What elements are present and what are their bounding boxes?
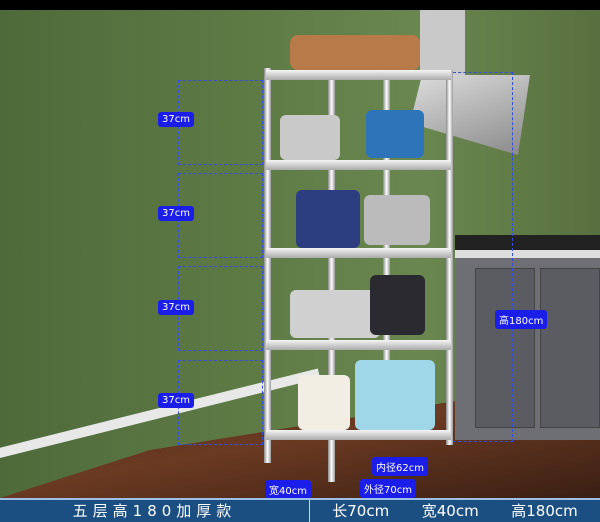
outer-length-label: 外径70cm bbox=[360, 479, 416, 498]
spec-width: 宽40cm bbox=[421, 502, 479, 520]
tier-height-label: 37cm bbox=[158, 393, 194, 408]
product-photo: 37cm 37cm 37cm 37cm 高180cm 宽40cm 内径62cm … bbox=[0, 10, 600, 498]
spec-height: 高180cm bbox=[511, 502, 578, 520]
spec-footer: 五层高180加厚款 长70cm 宽40cm 高180cm bbox=[0, 498, 600, 522]
height-label: 高180cm bbox=[495, 310, 548, 329]
tier-height-label: 37cm bbox=[158, 300, 194, 315]
kitchen-cabinet bbox=[455, 250, 600, 440]
width-label: 宽40cm bbox=[265, 480, 311, 498]
inner-length-label: 内径62cm bbox=[372, 457, 428, 476]
model-title: 五层高180加厚款 bbox=[0, 500, 310, 522]
spec-length: 长70cm bbox=[332, 502, 390, 520]
range-hood bbox=[410, 10, 530, 160]
tier-height-label: 37cm bbox=[158, 112, 194, 127]
tier-height-label: 37cm bbox=[158, 206, 194, 221]
